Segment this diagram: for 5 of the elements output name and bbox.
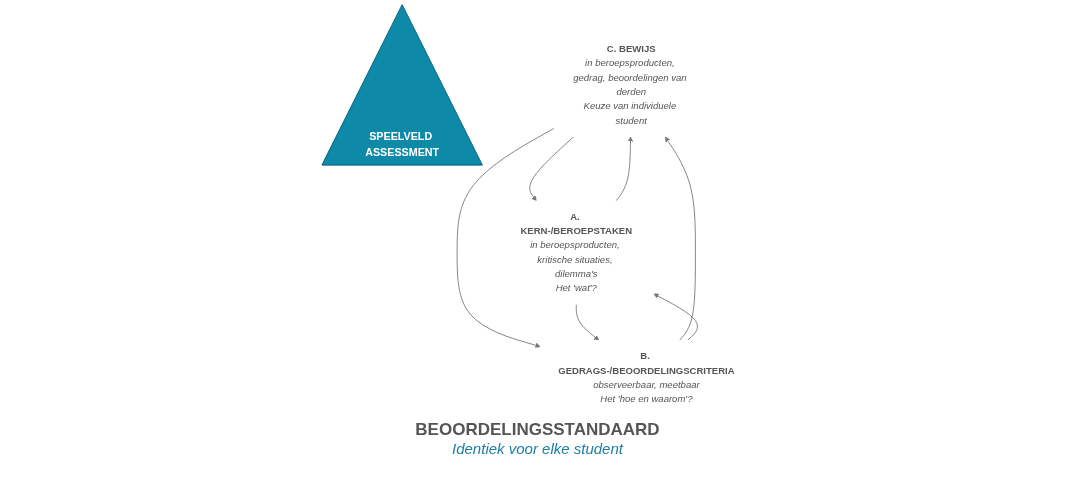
standard-note: Identiek voor elke student xyxy=(451,440,625,457)
node-text: C. BEWIJS in beroepsproducten, gedrag, beoordelingen van derden Keuze van individuele student xyxy=(573,43,687,126)
node-text: A. KERN-/BEROEPSTAKEN in beroepsproducten, kritische situaties, dilemma's Het 'wat'? xyxy=(520,211,633,294)
node-text: B. GEDRAGS-/BEOORDELINGSCRITERIA observeerbaar, meetbaar Het 'hoe en waarom'? xyxy=(558,350,735,404)
standard-heading: BEOORDELINGSSTANDAARD xyxy=(415,420,660,440)
